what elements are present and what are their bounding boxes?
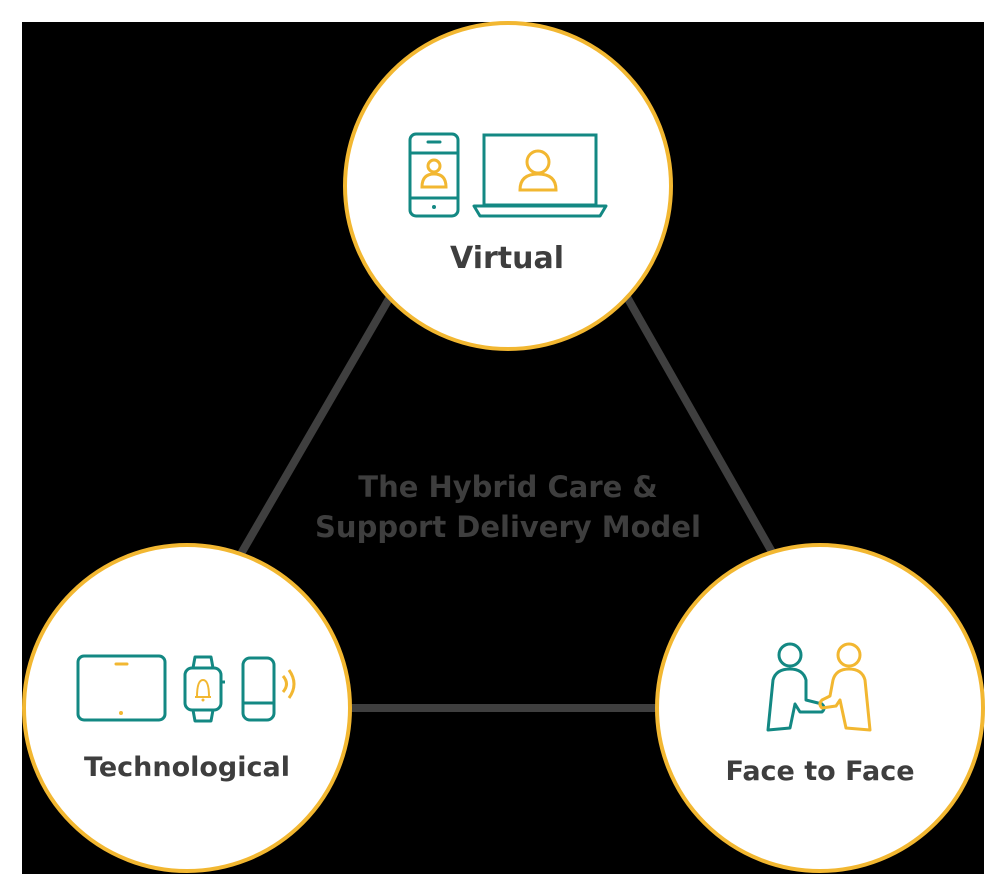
diagram-title-line-1: The Hybrid Care & <box>358 470 657 504</box>
node-virtual: Virtual <box>343 21 673 351</box>
node-technological: Technological <box>22 543 352 873</box>
connectors <box>238 293 776 712</box>
diagram-title-line-2: Support Delivery Model <box>315 510 701 544</box>
node-virtual-circle <box>343 21 673 351</box>
node-face-to-face: Face to Face <box>655 543 985 873</box>
handshake-icon <box>766 642 872 732</box>
tablet-icon <box>76 654 167 722</box>
laptop-icon <box>472 133 608 218</box>
smartphone-icon <box>408 132 460 218</box>
pendant-alarm-icon <box>241 656 296 722</box>
connector-virtual-technological <box>238 293 394 556</box>
smartwatch-icon <box>183 655 225 723</box>
node-face-to-face-label: Face to Face <box>725 756 914 787</box>
node-virtual-label: Virtual <box>450 241 564 276</box>
connector-virtual-face-to-face <box>623 293 776 556</box>
node-technological-label: Technological <box>84 752 290 783</box>
